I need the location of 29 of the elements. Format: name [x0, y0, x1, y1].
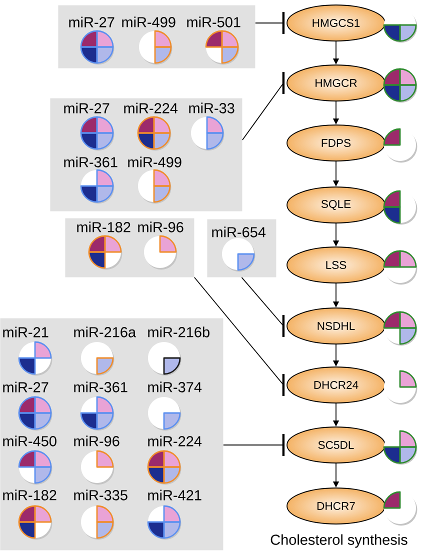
mirna-label: miR-335	[74, 490, 128, 500]
mirna-label: miR-654	[212, 226, 266, 238]
inhibition-line	[241, 276, 285, 337]
mirna-label: miR-450	[3, 436, 56, 446]
mirna-label: miR-27	[3, 382, 48, 392]
inhibition-line	[194, 276, 285, 396]
mirna-label: miR-361	[74, 382, 128, 392]
mirna-label: miR-216a	[74, 326, 136, 338]
mirna-label: miR-96	[138, 222, 184, 232]
mirna-label: miR-224	[124, 102, 178, 114]
caption: Cholesterol synthesis	[270, 534, 408, 548]
mirna-label: miR-499	[122, 16, 176, 28]
mirna-label: miR-27	[64, 102, 110, 114]
inhibition-line	[242, 72, 285, 140]
mirna-label: miR-182	[77, 222, 130, 232]
mirna-label: miR-27	[69, 16, 114, 28]
mirna-label: miR-33	[189, 102, 234, 114]
mirna-label: miR-374	[148, 382, 202, 392]
mirna-label: miR-421	[148, 490, 202, 500]
mirna-label: miR-224	[148, 436, 202, 446]
mirna-label: miR-501	[187, 16, 240, 28]
inhibition-line	[222, 434, 285, 456]
mirna-label: miR-499	[128, 156, 182, 168]
inhibition-line	[254, 12, 285, 34]
mirna-label: miR-361	[64, 156, 118, 168]
mirna-label: miR-96	[74, 436, 120, 446]
mirna-label: miR-21	[3, 326, 48, 338]
mirna-label: miR-216b	[148, 326, 210, 338]
mirna-label: miR-182	[3, 490, 56, 500]
